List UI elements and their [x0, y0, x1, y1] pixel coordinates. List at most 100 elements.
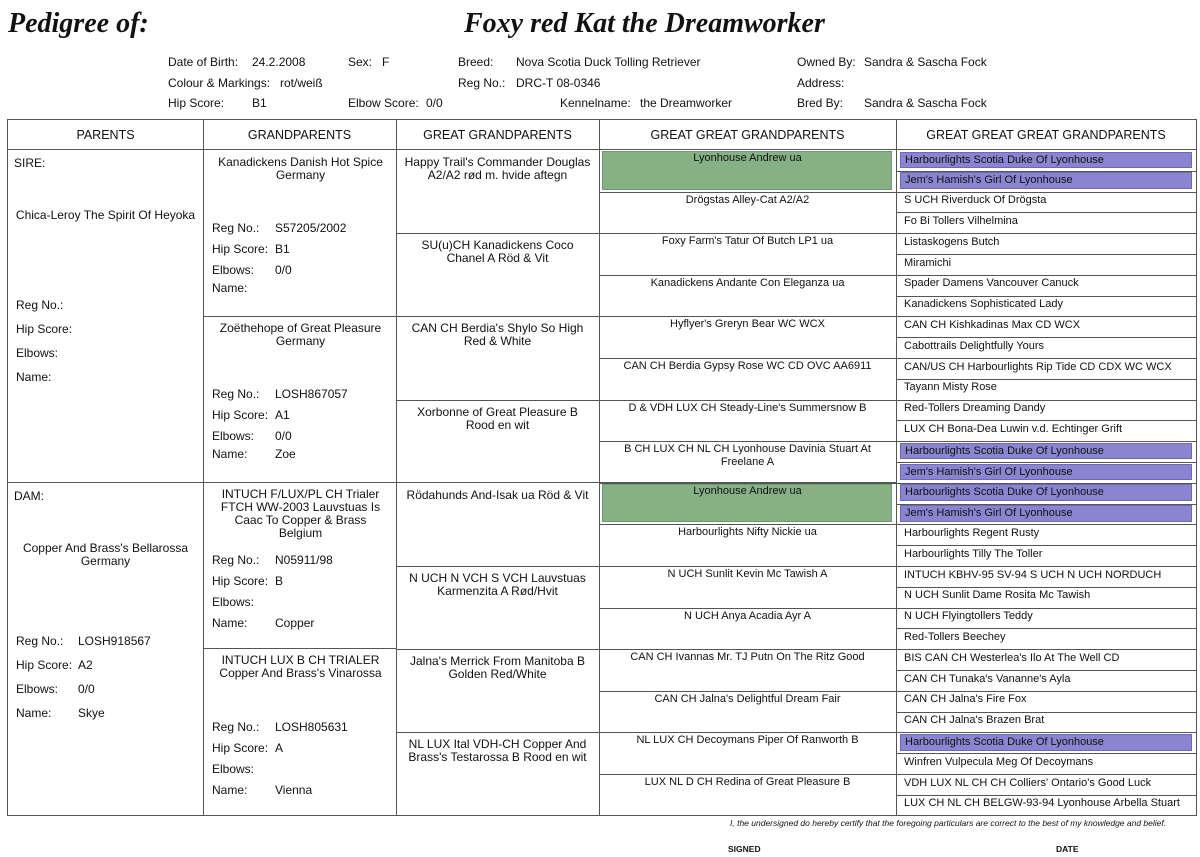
gg-grandparent-name: NL LUX CH Decoymans Piper Of Ranworth B: [636, 734, 859, 747]
ggg-grandparent-name: Jem's Hamish's Girl Of Lyonhouse: [900, 463, 1192, 481]
gg-grandparent-name: Lyonhouse Andrew ua: [693, 484, 802, 497]
column-divider: [203, 120, 204, 815]
gg-grandparent-name: Lyonhouse Andrew ua: [693, 152, 802, 164]
reg-label: Reg No.:: [458, 76, 506, 90]
gp-hip-value: A: [275, 741, 284, 755]
gggg-divider: [896, 774, 1196, 775]
ggg-grandparent-name: Jem's Hamish's Girl Of Lyonhouse: [900, 505, 1192, 522]
breed-label: Breed:: [458, 55, 494, 69]
ggg-grandparent-name: Miramichi: [904, 256, 952, 269]
gp-name-label: Name:: [212, 616, 248, 630]
column-divider: [599, 120, 600, 815]
dam-role: DAM:: [14, 489, 44, 503]
gggg-divider: [896, 794, 1196, 796]
gp-elbows-value: 0/0: [275, 263, 292, 277]
ggg-grandparent-name: LUX CH NL CH BELGW-93-94 Lyonhouse Arbel…: [904, 797, 1180, 810]
hip-value: B1: [252, 96, 267, 110]
gggg-divider: [896, 566, 1196, 567]
gg-grandparent-name: CAN CH Jalna's Delightful Dream Fair: [654, 692, 841, 705]
gggg-divider: [896, 732, 1196, 734]
header-grandparents: GRANDPARENTS: [247, 128, 352, 142]
sire-dam-divider: [8, 482, 896, 483]
elbow-value: 0/0: [426, 96, 443, 110]
gggg-divider: [896, 628, 1196, 630]
header-divider: [8, 149, 1196, 150]
gp-reg-value: S57205/2002: [275, 221, 347, 235]
great-grandparent-name: N UCH N VCH S VCH Lauvstuas Karmenzita A…: [409, 571, 586, 598]
ggg-divider: [599, 690, 896, 692]
gg-divider: [396, 649, 599, 651]
grandparent-name: Kanadickens Danish Hot Spice Germany: [218, 155, 383, 182]
gggg-divider: [896, 420, 1196, 422]
gggg-divider: [896, 503, 1196, 505]
gp-reg-value: LOSH867057: [275, 387, 348, 401]
gggg-divider: [896, 462, 1196, 463]
ggg-grandparent-name: S UCH Riverduck Of Drögsta: [904, 194, 1047, 207]
grandparent-name: Zoëthehope of Great Pleasure Germany: [219, 321, 382, 348]
ggg-divider: [599, 649, 896, 651]
gggg-divider: [896, 711, 1196, 713]
great-grandparent-name: Happy Trail's Commander Douglas A2/A2 rø…: [404, 155, 591, 182]
ggg-divider: [599, 732, 896, 734]
hip-label: Hip Score:: [168, 96, 225, 110]
ggg-grandparent-name: CAN CH Jalna's Brazen Brat: [904, 714, 1045, 727]
gggg-divider: [896, 212, 1196, 214]
bred-label: Bred By:: [797, 96, 844, 110]
ggg-grandparent-name: Harbourlights Scotia Duke Of Lyonhouse: [900, 151, 1192, 169]
gp-callname-value: Zoe: [275, 447, 296, 461]
ggg-grandparent-name: Spader Damens Vancouver Canuck: [904, 277, 1079, 290]
gp-elbows-label: Elbows:: [212, 762, 255, 776]
colour-label: Colour & Markings:: [168, 76, 271, 90]
signed-label: SIGNED: [728, 844, 761, 854]
ggg-grandparent-name: Fo Bi Tollers Vilhelmina: [904, 214, 1018, 227]
ggg-divider: [599, 607, 896, 609]
gggg-divider: [896, 316, 1196, 318]
gggg-divider: [896, 482, 1196, 484]
gg-divider: [396, 732, 599, 734]
gggg-divider: [896, 586, 1196, 588]
date-label: DATE: [1056, 844, 1079, 854]
gp-name-label: Name:: [212, 447, 248, 461]
gp-elbows-label: Elbows:: [212, 429, 255, 443]
elbow-label: Elbow Score:: [348, 96, 419, 110]
gp-name-label: Name:: [212, 281, 248, 295]
ggg-grandparent-name: Tayann Misty Rose: [904, 381, 997, 394]
gg-grandparent-name: N UCH Anya Acadia Ayr A: [684, 609, 811, 622]
gp-reg-label: Reg No.:: [212, 720, 260, 734]
gggg-divider: [896, 545, 1196, 547]
gggg-divider: [896, 233, 1196, 235]
dam-hip-label: Hip Score:: [16, 658, 73, 672]
highlight-green: [602, 151, 892, 190]
great-grandparent-name: Jalna's Merrick From Manitoba B Golden R…: [409, 654, 585, 682]
dob-value: 24.2.2008: [252, 55, 306, 69]
dam-name: Copper And Brass's Bellarossa Germany: [22, 541, 189, 568]
ggg-divider: [599, 774, 896, 775]
bred-value: Sandra & Sascha Fock: [864, 96, 987, 110]
gggg-divider: [896, 378, 1196, 380]
gg-divider: [396, 399, 599, 401]
gp-reg-value: LOSH805631: [275, 720, 348, 734]
ggg-grandparent-name: LUX CH Bona-Dea Luwin v.d. Echtinger Gri…: [904, 422, 1123, 435]
gggg-divider: [896, 254, 1196, 255]
gggg-divider: [896, 337, 1196, 339]
gggg-divider: [896, 441, 1196, 443]
ggg-grandparent-name: INTUCH KBHV-95 SV-94 S UCH N UCH NORDUCH: [904, 568, 1162, 581]
column-divider: [896, 120, 897, 815]
great-grandparent-name: CAN CH Berdia's Shylo So High Red & Whit…: [411, 321, 584, 349]
ggg-grandparent-name: VDH LUX NL CH CH Colliers' Ontario's Goo…: [904, 776, 1152, 789]
pedigree-label: Pedigree of:: [8, 8, 149, 39]
gggg-divider: [896, 753, 1196, 755]
ggg-grandparent-name: Winfren Vulpecula Meg Of Decoymans: [904, 755, 1094, 768]
gg-grandparent-name: B CH LUX CH NL CH Lyonhouse Davinia Stua…: [624, 443, 871, 469]
gp-callname-value: Copper: [275, 616, 315, 630]
gg-divider: [396, 316, 599, 318]
sire-reg-label: Reg No.:: [16, 298, 64, 312]
ggg-divider: [599, 524, 896, 526]
ggg-grandparent-name: Kanadickens Sophisticated Lady: [904, 298, 1063, 311]
gggg-divider: [896, 191, 1196, 193]
great-grandparent-name: NL LUX Ital VDH-CH Copper And Brass's Te…: [408, 737, 587, 765]
gg-grandparent-name: Harbourlights Nifty Nickie ua: [678, 526, 817, 539]
ggg-divider: [599, 566, 896, 567]
dam-elbows-label: Elbows:: [16, 682, 59, 696]
great-grandparent-name: SU(u)CH Kanadickens Coco Chanel A Röd & …: [421, 238, 574, 266]
